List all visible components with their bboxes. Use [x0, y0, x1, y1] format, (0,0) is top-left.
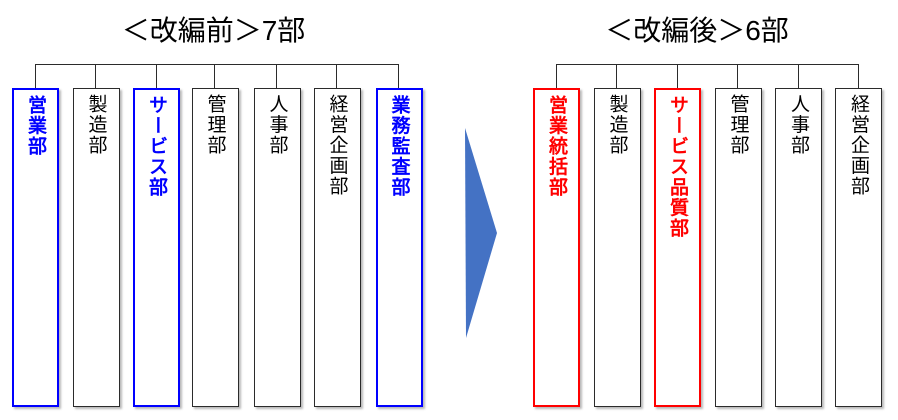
after-connector-drop-4	[737, 64, 739, 88]
after-manufacturing-dept-box: 製造部	[593, 88, 641, 407]
dept-label: 営業部	[25, 95, 46, 157]
after-connector-drop-2	[616, 64, 618, 88]
before-admin-dept-box: 管理部	[191, 88, 239, 407]
after-hr-dept-box: 人事部	[775, 88, 822, 407]
after-connector-drop-1	[555, 64, 557, 88]
right-arrow-shape	[465, 128, 497, 338]
after-admin-dept-box: 管理部	[714, 88, 762, 407]
dept-label: 経営企画部	[848, 94, 869, 197]
after-title: ＜改編後＞6部	[605, 15, 789, 46]
after-connector-drop-3	[676, 64, 678, 88]
before-service-dept-box: サービス部	[133, 88, 180, 407]
after-connector-drop-6	[857, 64, 859, 88]
before-connector-drop-3	[155, 64, 157, 88]
dept-label: サービス品質部	[667, 95, 688, 239]
before-connector-drop-1	[34, 64, 36, 88]
before-corporate-planning-dept-box: 経営企画部	[313, 88, 361, 407]
before-business-audit-dept-box: 業務監査部	[375, 88, 423, 407]
right-arrow-icon	[465, 128, 497, 338]
dept-label: 人事部	[266, 94, 288, 156]
after-connector-line	[556, 64, 859, 65]
after-sales-supervision-dept-box: 営業統括部	[533, 88, 580, 407]
before-connector-drop-4	[214, 64, 216, 88]
dept-label: サービス部	[146, 95, 167, 198]
before-connector-drop-7	[398, 64, 400, 88]
dept-label: 経営企画部	[326, 94, 348, 197]
dept-label: 営業統括部	[546, 95, 567, 198]
after-connector-drop-5	[797, 64, 799, 88]
before-sales-dept-box: 営業部	[12, 88, 59, 407]
before-hr-dept-box: 人事部	[253, 88, 301, 407]
before-connector-drop-2	[95, 64, 97, 88]
before-connector-drop-5	[276, 64, 278, 88]
dept-label: 製造部	[85, 94, 107, 156]
before-manufacturing-dept-box: 製造部	[72, 88, 120, 407]
dept-label: 業務監査部	[388, 95, 410, 198]
after-corporate-planning-dept-box: 経営企画部	[835, 88, 882, 407]
after-service-quality-dept-box: サービス品質部	[654, 88, 701, 407]
dept-label: 製造部	[606, 94, 628, 156]
before-connector-drop-6	[336, 64, 338, 88]
before-title: ＜改編前＞7部	[121, 15, 306, 46]
before-connector-line	[35, 64, 399, 65]
dept-label: 人事部	[788, 94, 809, 156]
dept-label: 管理部	[727, 94, 749, 156]
dept-label: 管理部	[204, 94, 226, 156]
